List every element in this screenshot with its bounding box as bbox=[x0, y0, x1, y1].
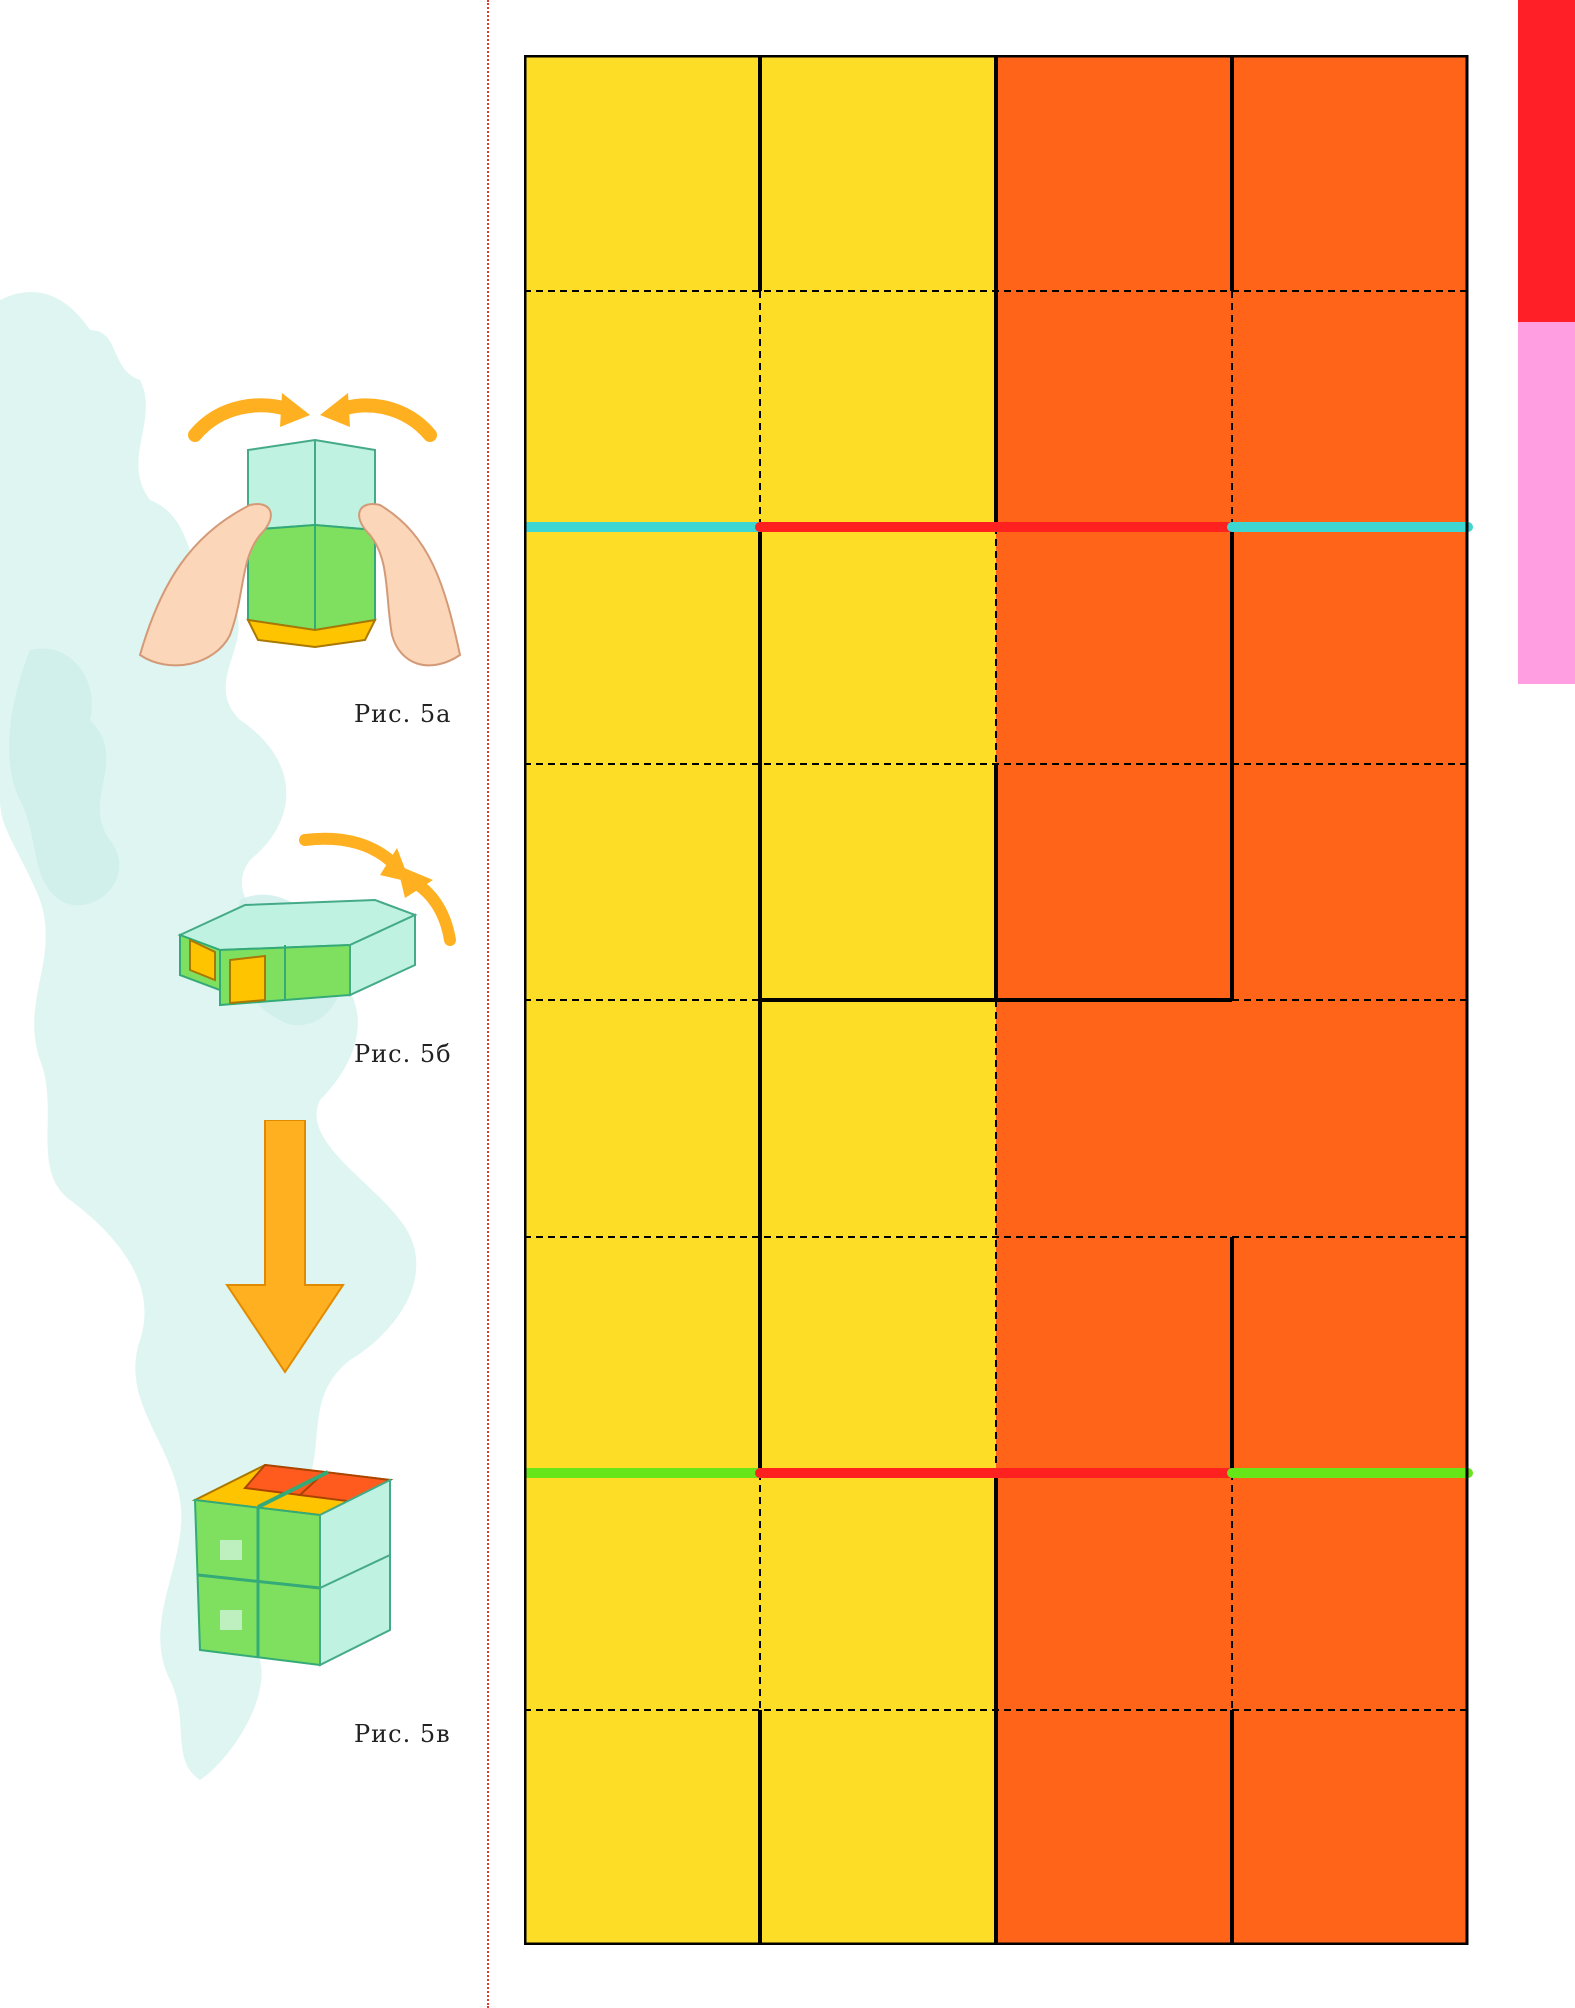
hands-folding-illustration bbox=[138, 503, 462, 667]
folded-cube-illustration bbox=[191, 1463, 394, 1667]
colored-fold-lines bbox=[524, 522, 1473, 1478]
dotted-cut-line bbox=[487, 0, 489, 2008]
template-border bbox=[524, 55, 1469, 1945]
curved-arrow-icon bbox=[320, 393, 437, 442]
caption-fig-5a: Рис. 5а bbox=[354, 700, 452, 728]
curved-arrow-icon bbox=[397, 865, 456, 946]
caption-fig-5b: Рис. 5б bbox=[354, 1040, 452, 1068]
figure-5b-illustration bbox=[177, 832, 456, 1007]
caption-fig-5v: Рис. 5в bbox=[354, 1720, 451, 1748]
down-arrow-icon bbox=[225, 1120, 345, 1374]
curved-arrow-icon bbox=[299, 832, 410, 882]
folded-cube-illustration bbox=[177, 898, 418, 1007]
side-tab-red bbox=[1518, 0, 1575, 322]
template-column-4 bbox=[1232, 55, 1468, 1945]
fold-template-grid bbox=[524, 55, 1473, 1945]
figure-5a-illustration bbox=[138, 393, 462, 667]
template-column-1 bbox=[524, 55, 760, 1945]
solid-cut-lines bbox=[758, 55, 1234, 1945]
curved-arrow-icon bbox=[188, 393, 310, 442]
figure-5v-illustration bbox=[191, 1463, 394, 1667]
side-tab-pink bbox=[1518, 322, 1575, 684]
folded-cube-illustration bbox=[246, 438, 377, 649]
